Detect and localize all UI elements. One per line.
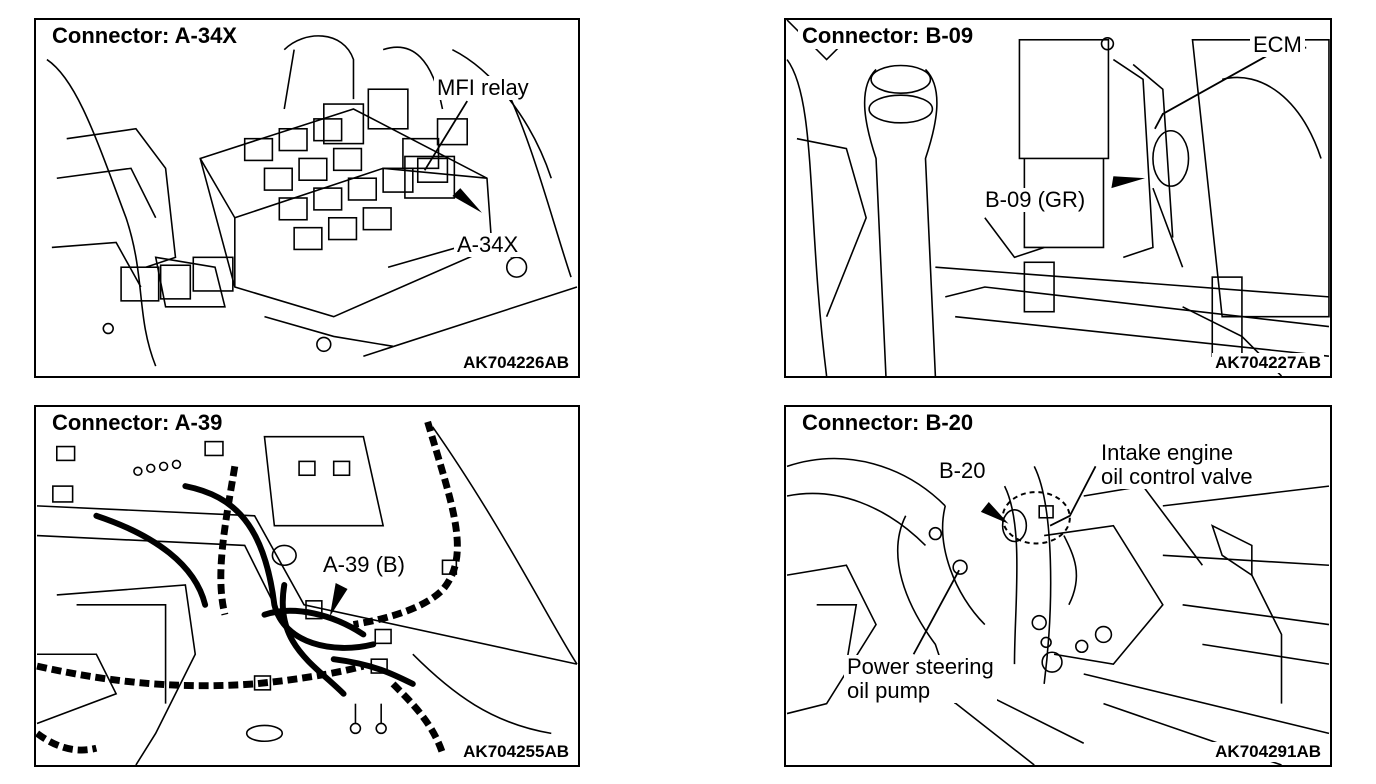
panel-title: Connector: A-39	[48, 410, 227, 436]
connector-a-39-label: A-39 (B)	[320, 553, 408, 577]
connector-b-09-label: B-09 (GR)	[982, 188, 1089, 212]
illustration-code: AK704227AB	[1212, 353, 1324, 373]
panel-connector-a-39: Connector: A-39 A-39 (B) AK704255AB	[34, 405, 580, 767]
panel-connector-a-34x: Connector: A-34X MFI relay A-34X AK70422…	[34, 18, 580, 378]
panel-connector-b-20: Connector: B-20 B-20 Intake engine oil c…	[784, 405, 1332, 767]
panel-title: Connector: B-20	[798, 410, 978, 436]
wiring-harness-illustration	[36, 420, 578, 765]
illustration-code: AK704291AB	[1212, 742, 1324, 762]
mfi-relay-label: MFI relay	[434, 76, 532, 100]
panel-connector-b-09: Connector: B-09 ECM B-09 (GR) AK704227AB	[784, 18, 1332, 378]
illustration-code: AK704255AB	[460, 742, 572, 762]
illustration-code: AK704226AB	[460, 353, 572, 373]
panel-title: Connector: B-09	[798, 23, 978, 49]
connector-a-34x-label: A-34X	[454, 233, 522, 257]
engine-bay-fuse-box-illustration	[46, 35, 578, 367]
connector-b-20-label: B-20	[936, 459, 989, 483]
panel-title: Connector: A-34X	[48, 23, 241, 49]
valve-label-line-1: Intake engine	[1101, 440, 1234, 465]
pump-label-line-2: oil pump	[847, 678, 931, 703]
valve-label-line-2: oil control valve	[1101, 464, 1253, 489]
pump-label-line-1: Power steering	[847, 654, 994, 679]
ecm-label: ECM	[1250, 33, 1305, 57]
intake-oil-control-valve-label: Intake engine oil control valve	[1098, 441, 1256, 489]
power-steering-oil-pump-label: Power steering oil pump	[844, 655, 997, 703]
